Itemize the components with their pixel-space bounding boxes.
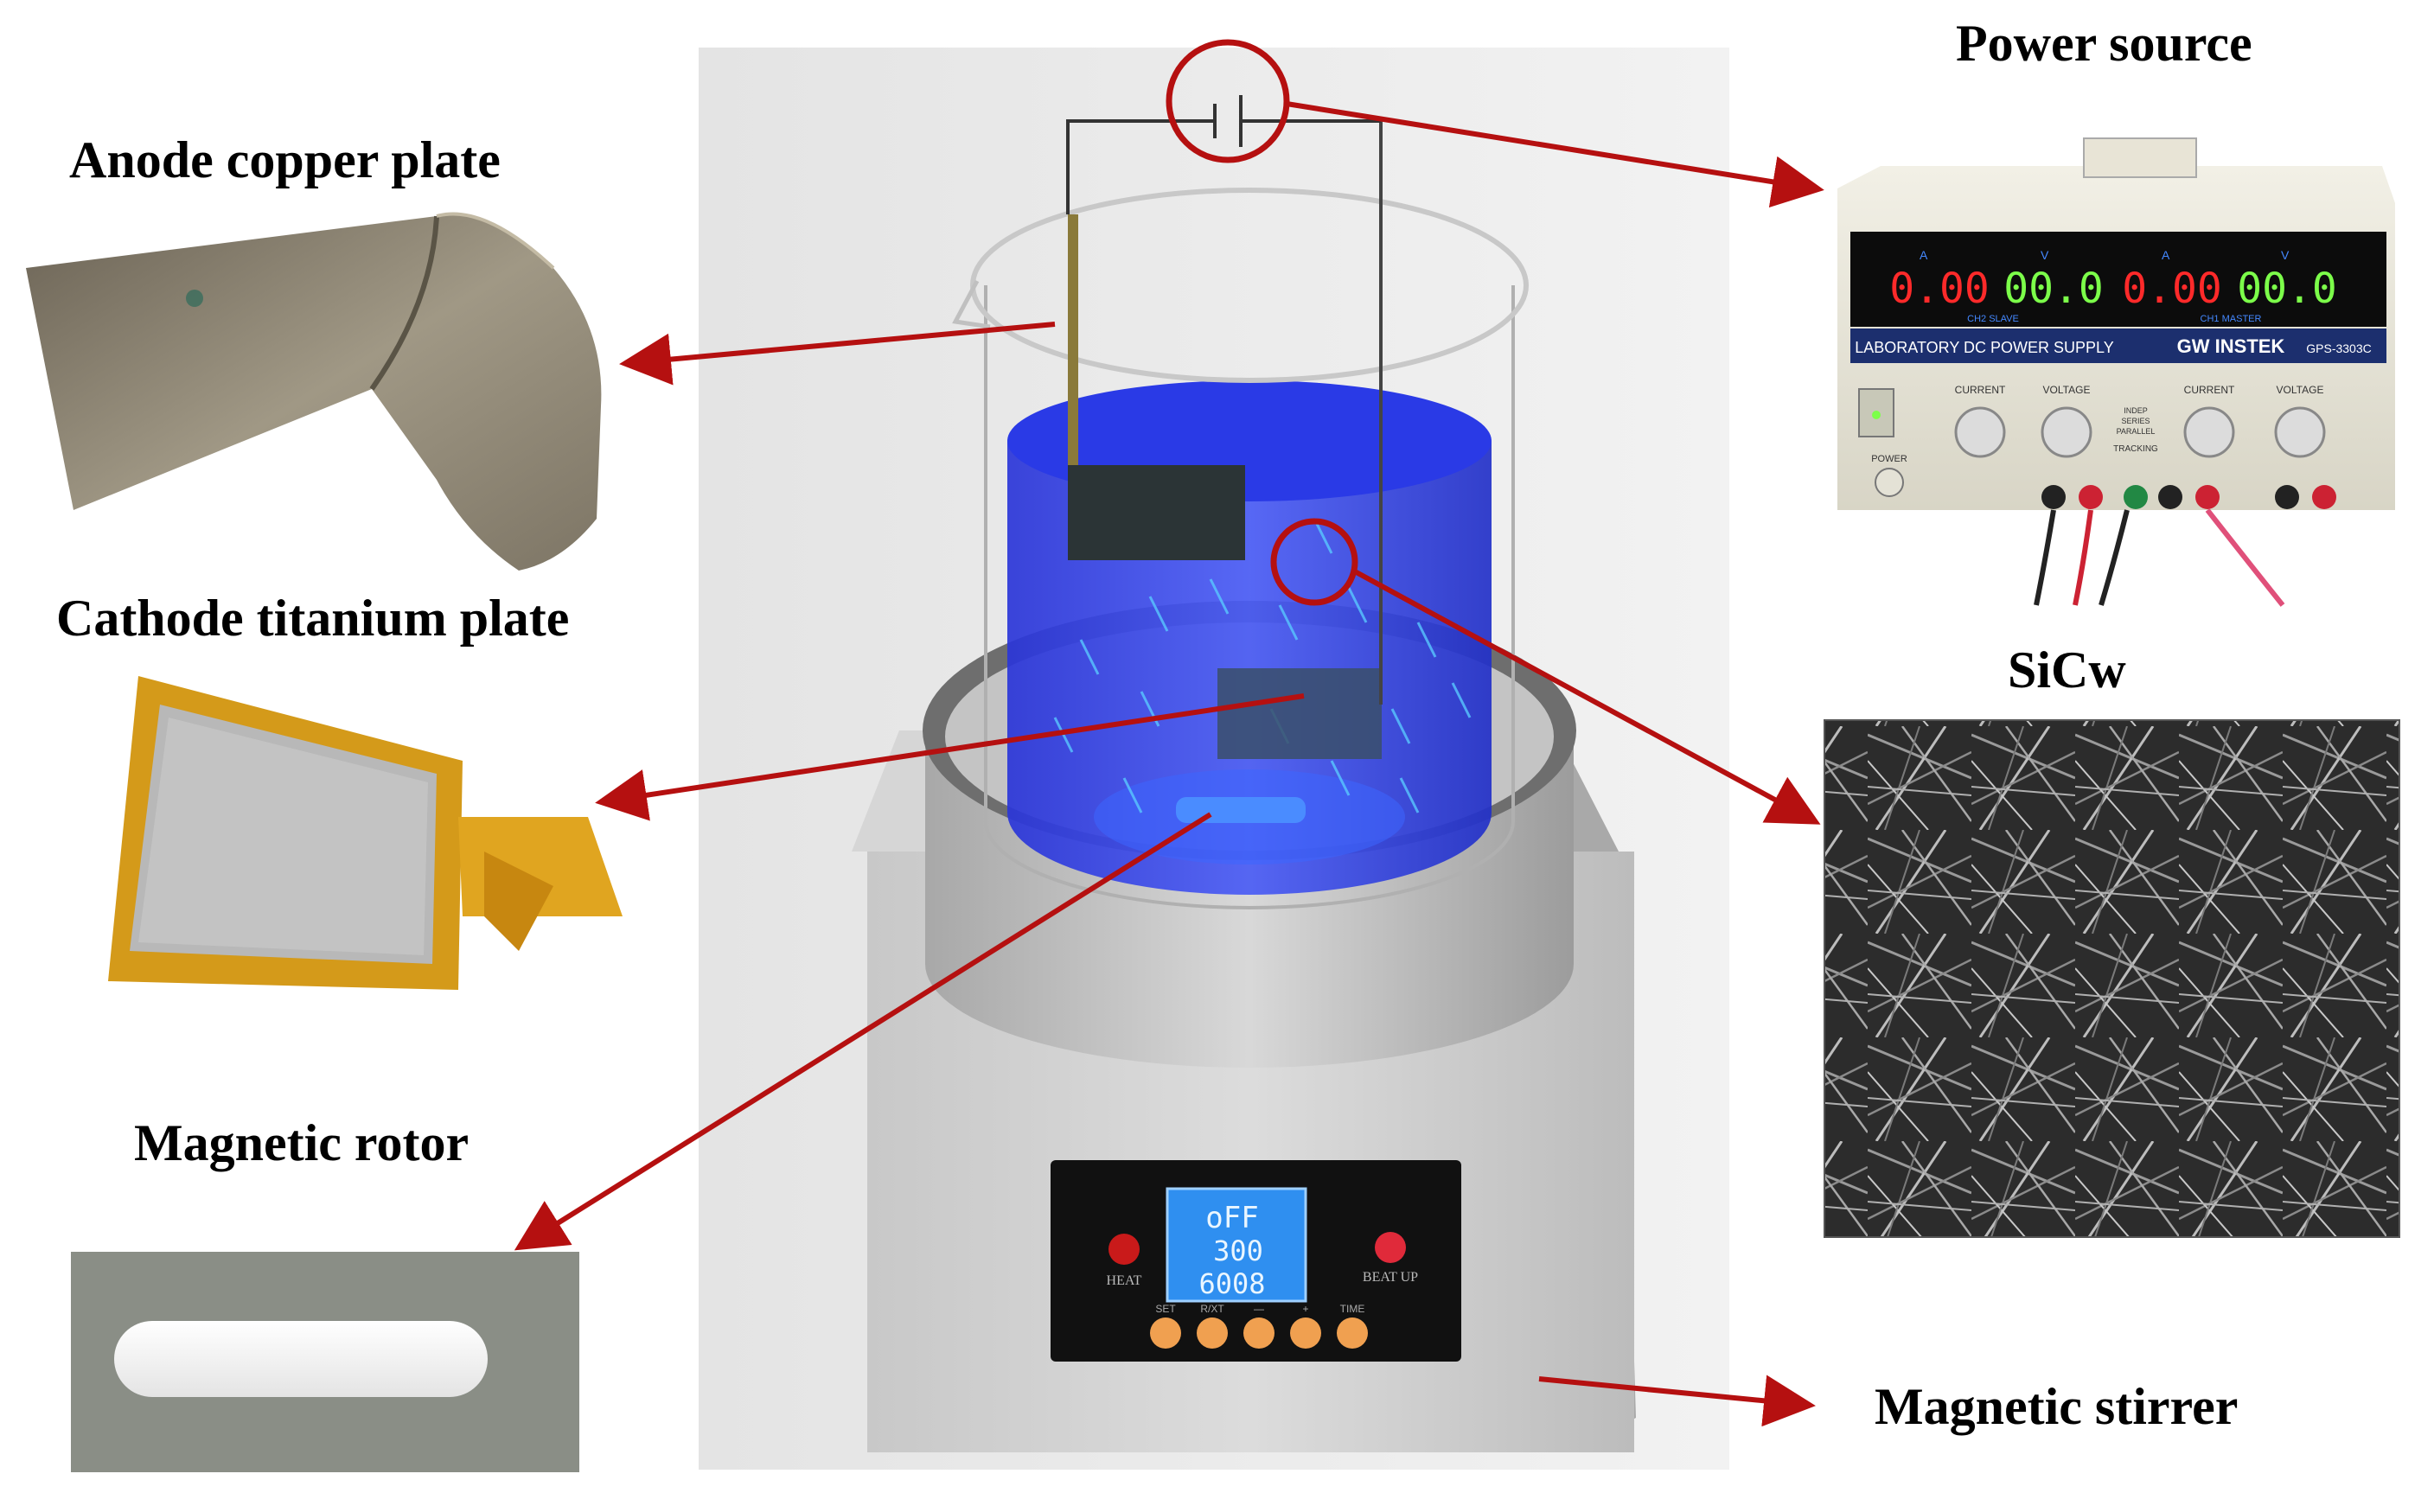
label-magnetic-stirrer: Magnetic stirrer: [1875, 1378, 2239, 1435]
unit-v-1: V: [2041, 248, 2049, 262]
beaker-spout: [952, 279, 991, 329]
label-power-source: Power source: [1956, 15, 2252, 72]
lcd-screen: [1166, 1187, 1307, 1303]
sicw-sem-image: [1824, 719, 2400, 1238]
knob-label-1: CURRENT: [1955, 384, 2006, 396]
anode-plate: [1068, 465, 1245, 560]
beat-up-icon: [1375, 1232, 1406, 1263]
button-up[interactable]: [1290, 1317, 1321, 1349]
panel-text: LABORATORY DC POWER SUPPLY: [1855, 339, 2113, 356]
cathode-titanium-plate-photo: [108, 676, 623, 990]
label-anode-copper-plate: Anode copper plate: [69, 131, 501, 188]
model-text: GPS-3303C: [2306, 341, 2371, 355]
anode-rod: [1068, 214, 1078, 526]
unit-a-2: A: [2162, 248, 2170, 262]
beat-up-label: BEAT UP: [1363, 1270, 1418, 1285]
sub-label-master: CH1 MASTER: [2201, 314, 2262, 324]
label-strip: [1850, 329, 2386, 363]
power-led: [1872, 411, 1881, 419]
stirrer-buttons: SET R/XT — + TIME: [1150, 1303, 1368, 1349]
stir-bar: [1176, 797, 1306, 823]
power-label: POWER: [1871, 454, 1907, 464]
circuit-wire: [1066, 119, 1215, 214]
display-1: 0.00: [1889, 265, 1990, 313]
power-supply-photo: 0.00 00.0 0.00 00.0 A V A V CH2 SLAVE CH…: [1837, 137, 2395, 607]
button-label-set: SET: [1155, 1303, 1176, 1315]
button-down[interactable]: [1243, 1317, 1274, 1349]
output-terminals: [2041, 485, 2336, 509]
mode-label-indep: INDEP: [2124, 406, 2148, 415]
mode-label-parallel: PARALLEL: [2117, 427, 2156, 436]
knob-label-2: VOLTAGE: [2043, 384, 2091, 396]
knob-voltage-slave: [2041, 406, 2092, 458]
label-magnetic-rotor: Magnetic rotor: [134, 1114, 470, 1171]
beaker-glass: [984, 285, 1515, 909]
test-leads: [2034, 508, 2285, 607]
knob-current-slave: [1954, 406, 2006, 458]
power-button: [1875, 468, 1904, 497]
button-label-rxt: R/XT: [1200, 1303, 1224, 1315]
knob-label-3: CURRENT: [2184, 384, 2235, 396]
brand-text: GW INSTEK: [2177, 335, 2285, 357]
magnetic-rotor-photo: [71, 1252, 579, 1472]
callout-arrows: [514, 101, 1824, 1427]
mode-label-series: SERIES: [2121, 417, 2150, 425]
cathode-plate: [1217, 668, 1382, 759]
button-set[interactable]: [1150, 1317, 1181, 1349]
unit-a-1: A: [1920, 248, 1928, 262]
mode-label-tracking: TRACKING: [2113, 444, 2158, 454]
knob-voltage-master: [2274, 406, 2326, 458]
arrow-cathode: [595, 693, 1305, 821]
lcd-line-2: 300: [1213, 1234, 1263, 1267]
power-highlight-circle: [1166, 39, 1290, 163]
button-time[interactable]: [1337, 1317, 1368, 1349]
display-2: 00.0: [2003, 265, 2104, 313]
button-left[interactable]: [1197, 1317, 1228, 1349]
sicw-highlight-circle: [1270, 518, 1358, 606]
unit-v-2: V: [2281, 248, 2290, 262]
arrow-rotor: [514, 812, 1212, 1251]
arrow-sicw: [1351, 568, 1821, 825]
display-3: 0.00: [2122, 265, 2222, 313]
knob-label-4: VOLTAGE: [2277, 384, 2324, 396]
heat-icon: [1108, 1234, 1140, 1265]
anode-copper-plate-photo: [26, 212, 602, 571]
button-label-plus: +: [1302, 1303, 1308, 1315]
beaker: [952, 95, 1529, 909]
heat-label: HEAT: [1107, 1273, 1142, 1288]
label-cathode-titanium-plate: Cathode titanium plate: [56, 590, 570, 647]
button-label-time: TIME: [1340, 1303, 1365, 1315]
knob-current-master: [2183, 406, 2235, 458]
arrow-anode: [619, 322, 1056, 386]
arrow-stirrer: [1538, 1375, 1816, 1427]
arrow-power-source: [1286, 101, 1824, 208]
label-sicw: SiCw: [2008, 641, 2126, 699]
lcd-line-3: 6008: [1198, 1267, 1265, 1300]
button-label-minus: —: [1254, 1303, 1264, 1315]
display-4: 00.0: [2237, 265, 2337, 313]
sub-label-slave: CH2 SLAVE: [1967, 314, 2019, 324]
display-strip: [1850, 232, 2386, 327]
lcd-line-1: oFF: [1205, 1201, 1258, 1235]
